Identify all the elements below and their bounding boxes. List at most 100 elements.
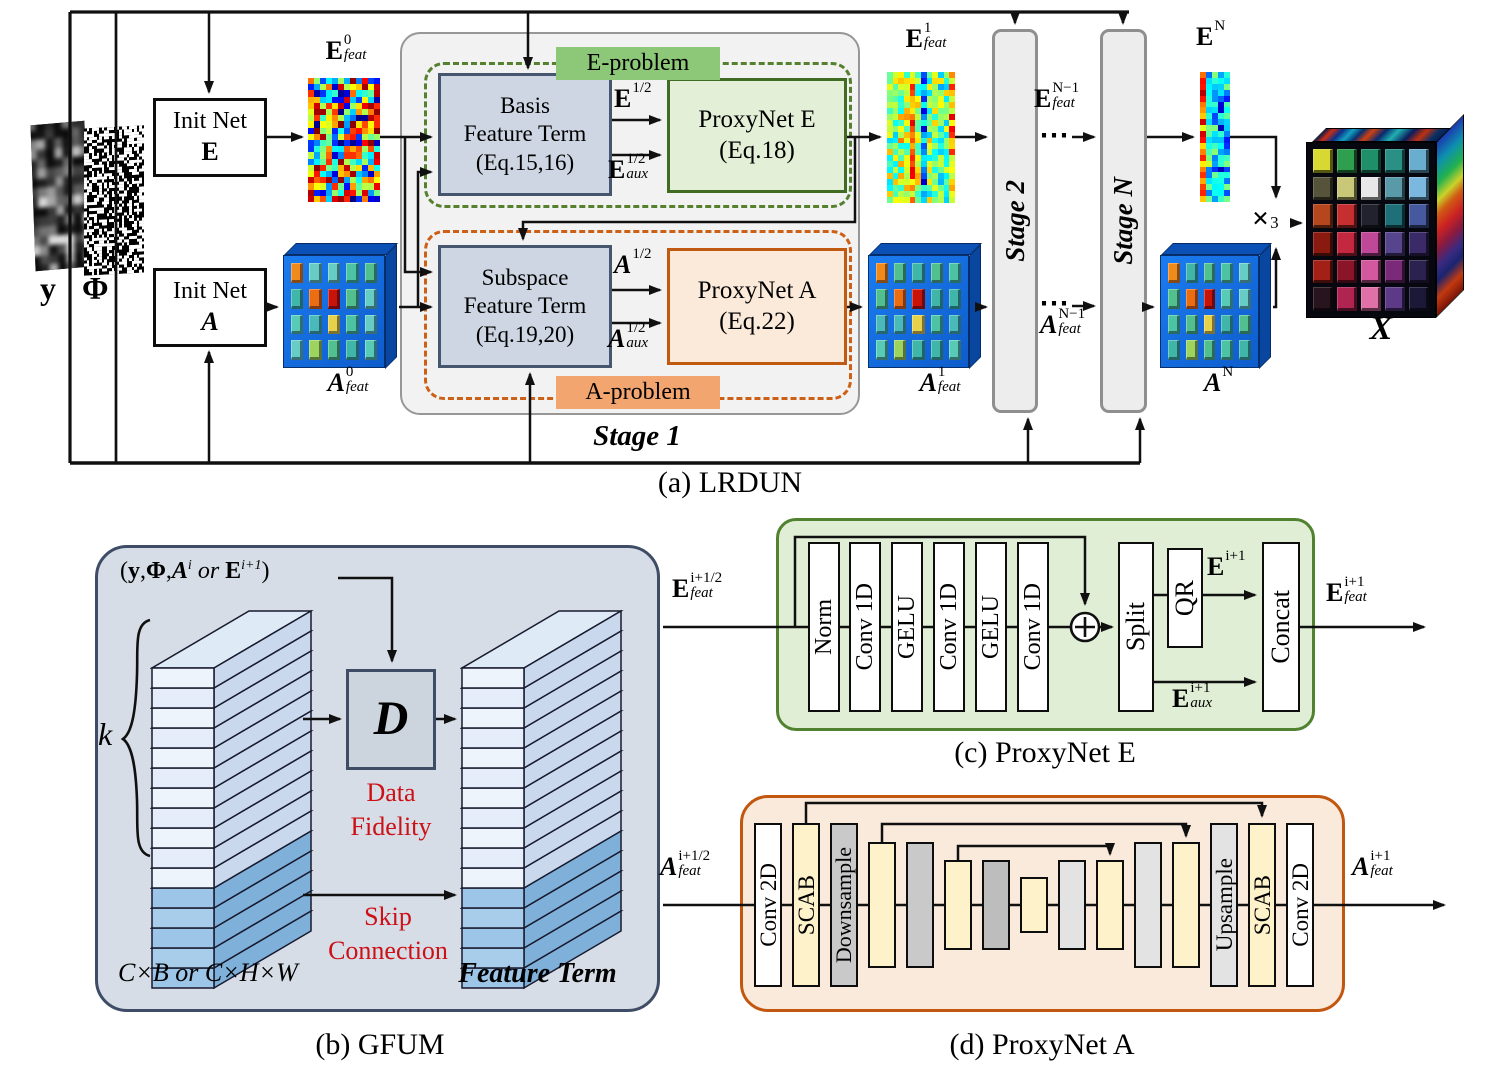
scab-out-label: SCAB	[1249, 874, 1275, 936]
norm-label: Norm	[811, 599, 837, 655]
upsample-label: Upsample	[1211, 858, 1237, 952]
x-output-cube	[1306, 114, 1464, 318]
a-feat-1-cube	[868, 243, 983, 369]
stageN-box: Stage N	[1100, 29, 1147, 413]
caption-panel-a: (a) LRDUN	[657, 466, 803, 499]
conv1d-label-1: Conv 1D	[852, 583, 878, 671]
label-e-n: E N	[1196, 18, 1226, 51]
concat-block: Concat	[1262, 542, 1300, 712]
label-e-next: E i+1	[1207, 548, 1246, 581]
measurement-y-image	[30, 120, 90, 272]
mask-phi-image	[84, 125, 144, 276]
k-label: k	[98, 716, 113, 752]
init-net-a-box: Init Net A	[153, 268, 267, 347]
label-phi: Φ	[82, 270, 109, 306]
init-net-e-line2: E	[201, 137, 219, 167]
caption-panel-c: (c) ProxyNet E	[954, 736, 1136, 769]
conv1d-block-1: Conv 1D	[849, 542, 881, 712]
split-label: Split	[1121, 602, 1150, 652]
subspace-line1: Subspace	[481, 265, 569, 291]
gelu-block-2: GELU	[975, 542, 1007, 712]
basis-line1: Basis	[500, 93, 550, 119]
conv1d-block-3: Conv 1D	[1017, 542, 1049, 712]
init-net-e-box: Init Net E	[153, 98, 267, 177]
unet-dec-block-2	[1096, 860, 1124, 950]
unet-enc-block-4	[982, 860, 1010, 950]
unet-bottleneck-block	[1020, 877, 1048, 933]
data-fidelity-label: Data Fidelity	[350, 778, 432, 841]
stage1-label: Stage 1	[593, 420, 681, 452]
subspace-line2: Feature Term	[463, 293, 587, 319]
gelu-label-2: GELU	[978, 595, 1004, 659]
caption-panel-d: (d) ProxyNet A	[949, 1028, 1135, 1061]
concat-label: Concat	[1266, 590, 1295, 664]
dims-label: C×B or C×H×W	[118, 958, 298, 987]
a-problem-label: A-problem	[585, 379, 691, 405]
caption-panel-b: (b) GFUM	[315, 1028, 445, 1061]
init-net-a-line1: Init Net	[173, 278, 247, 304]
unet-enc-block-2	[906, 842, 934, 968]
unet-dec-block-4	[1172, 842, 1200, 968]
feature-stack-left	[149, 608, 314, 990]
label-y: y	[40, 270, 56, 306]
unet-dec-block-1	[1058, 860, 1086, 950]
stage2-label: Stage 2	[999, 180, 1030, 262]
proxynet-a-line2: (Eq.22)	[719, 307, 795, 335]
gelu-block-1: GELU	[891, 542, 923, 712]
subspace-line3: (Eq.19,20)	[475, 321, 575, 347]
feature-term-label: Feature Term	[458, 958, 617, 989]
gelu-label-1: GELU	[894, 595, 920, 659]
qr-label: QR	[1170, 579, 1199, 617]
conv2d-in-label: Conv 2D	[755, 863, 781, 947]
unet-dec-block-3	[1134, 842, 1162, 968]
scab-in-label: SCAB	[793, 874, 819, 936]
conv1d-label-3: Conv 1D	[1020, 583, 1046, 671]
data-fidelity-operator-box: D	[346, 669, 436, 770]
e-problem-label: E-problem	[586, 50, 690, 76]
downsample-block: Downsample	[830, 823, 858, 987]
basis-feature-term-box: Basis Feature Term (Eq.15,16)	[438, 73, 612, 196]
subspace-feature-term-box: Subspace Feature Term (Eq.19,20)	[438, 245, 612, 368]
proxynet-a-box: ProxyNet A (Eq.22)	[667, 248, 847, 365]
proxynet-e-line1: ProxyNet E	[698, 106, 816, 133]
stageN-label: Stage N	[1108, 177, 1138, 265]
label-x-output: X	[1369, 310, 1393, 347]
proxynet-a-line1: ProxyNet A	[697, 277, 817, 304]
label-a-n: A N	[1204, 364, 1234, 397]
scab-out-block: SCAB	[1248, 823, 1276, 987]
proxynet-e-box: ProxyNet E (Eq.18)	[667, 78, 847, 193]
e-n-heatmap	[1200, 72, 1230, 202]
conv2d-out-block: Conv 2D	[1286, 823, 1314, 987]
ellipsis-e-row: ⋯	[1039, 119, 1069, 152]
a-n-cube	[1160, 243, 1273, 369]
init-net-e-line1: Init Net	[173, 108, 247, 134]
upsample-block: Upsample	[1210, 823, 1238, 987]
unet-enc-block-1	[868, 842, 896, 968]
proxynet-e-line2: (Eq.18)	[719, 136, 795, 164]
label-e-half: E 1/2	[614, 80, 652, 113]
init-net-a-line2: A	[201, 307, 219, 337]
data-fidelity-d-symbol: D	[373, 692, 409, 746]
skip-connection-label: Skip Connection	[328, 902, 448, 965]
label-times-3: × 3	[1252, 202, 1279, 235]
e-feat-0-heatmap	[308, 78, 380, 202]
scab-in-block: SCAB	[792, 823, 820, 987]
label-a-half: A 1/2	[614, 246, 652, 279]
stage2-box: Stage 2	[992, 29, 1038, 413]
conv1d-label-2: Conv 1D	[936, 583, 962, 671]
a-problem-pill: A-problem	[556, 376, 720, 409]
e-feat-1-heatmap	[887, 72, 955, 203]
feature-stack-right	[459, 608, 624, 990]
